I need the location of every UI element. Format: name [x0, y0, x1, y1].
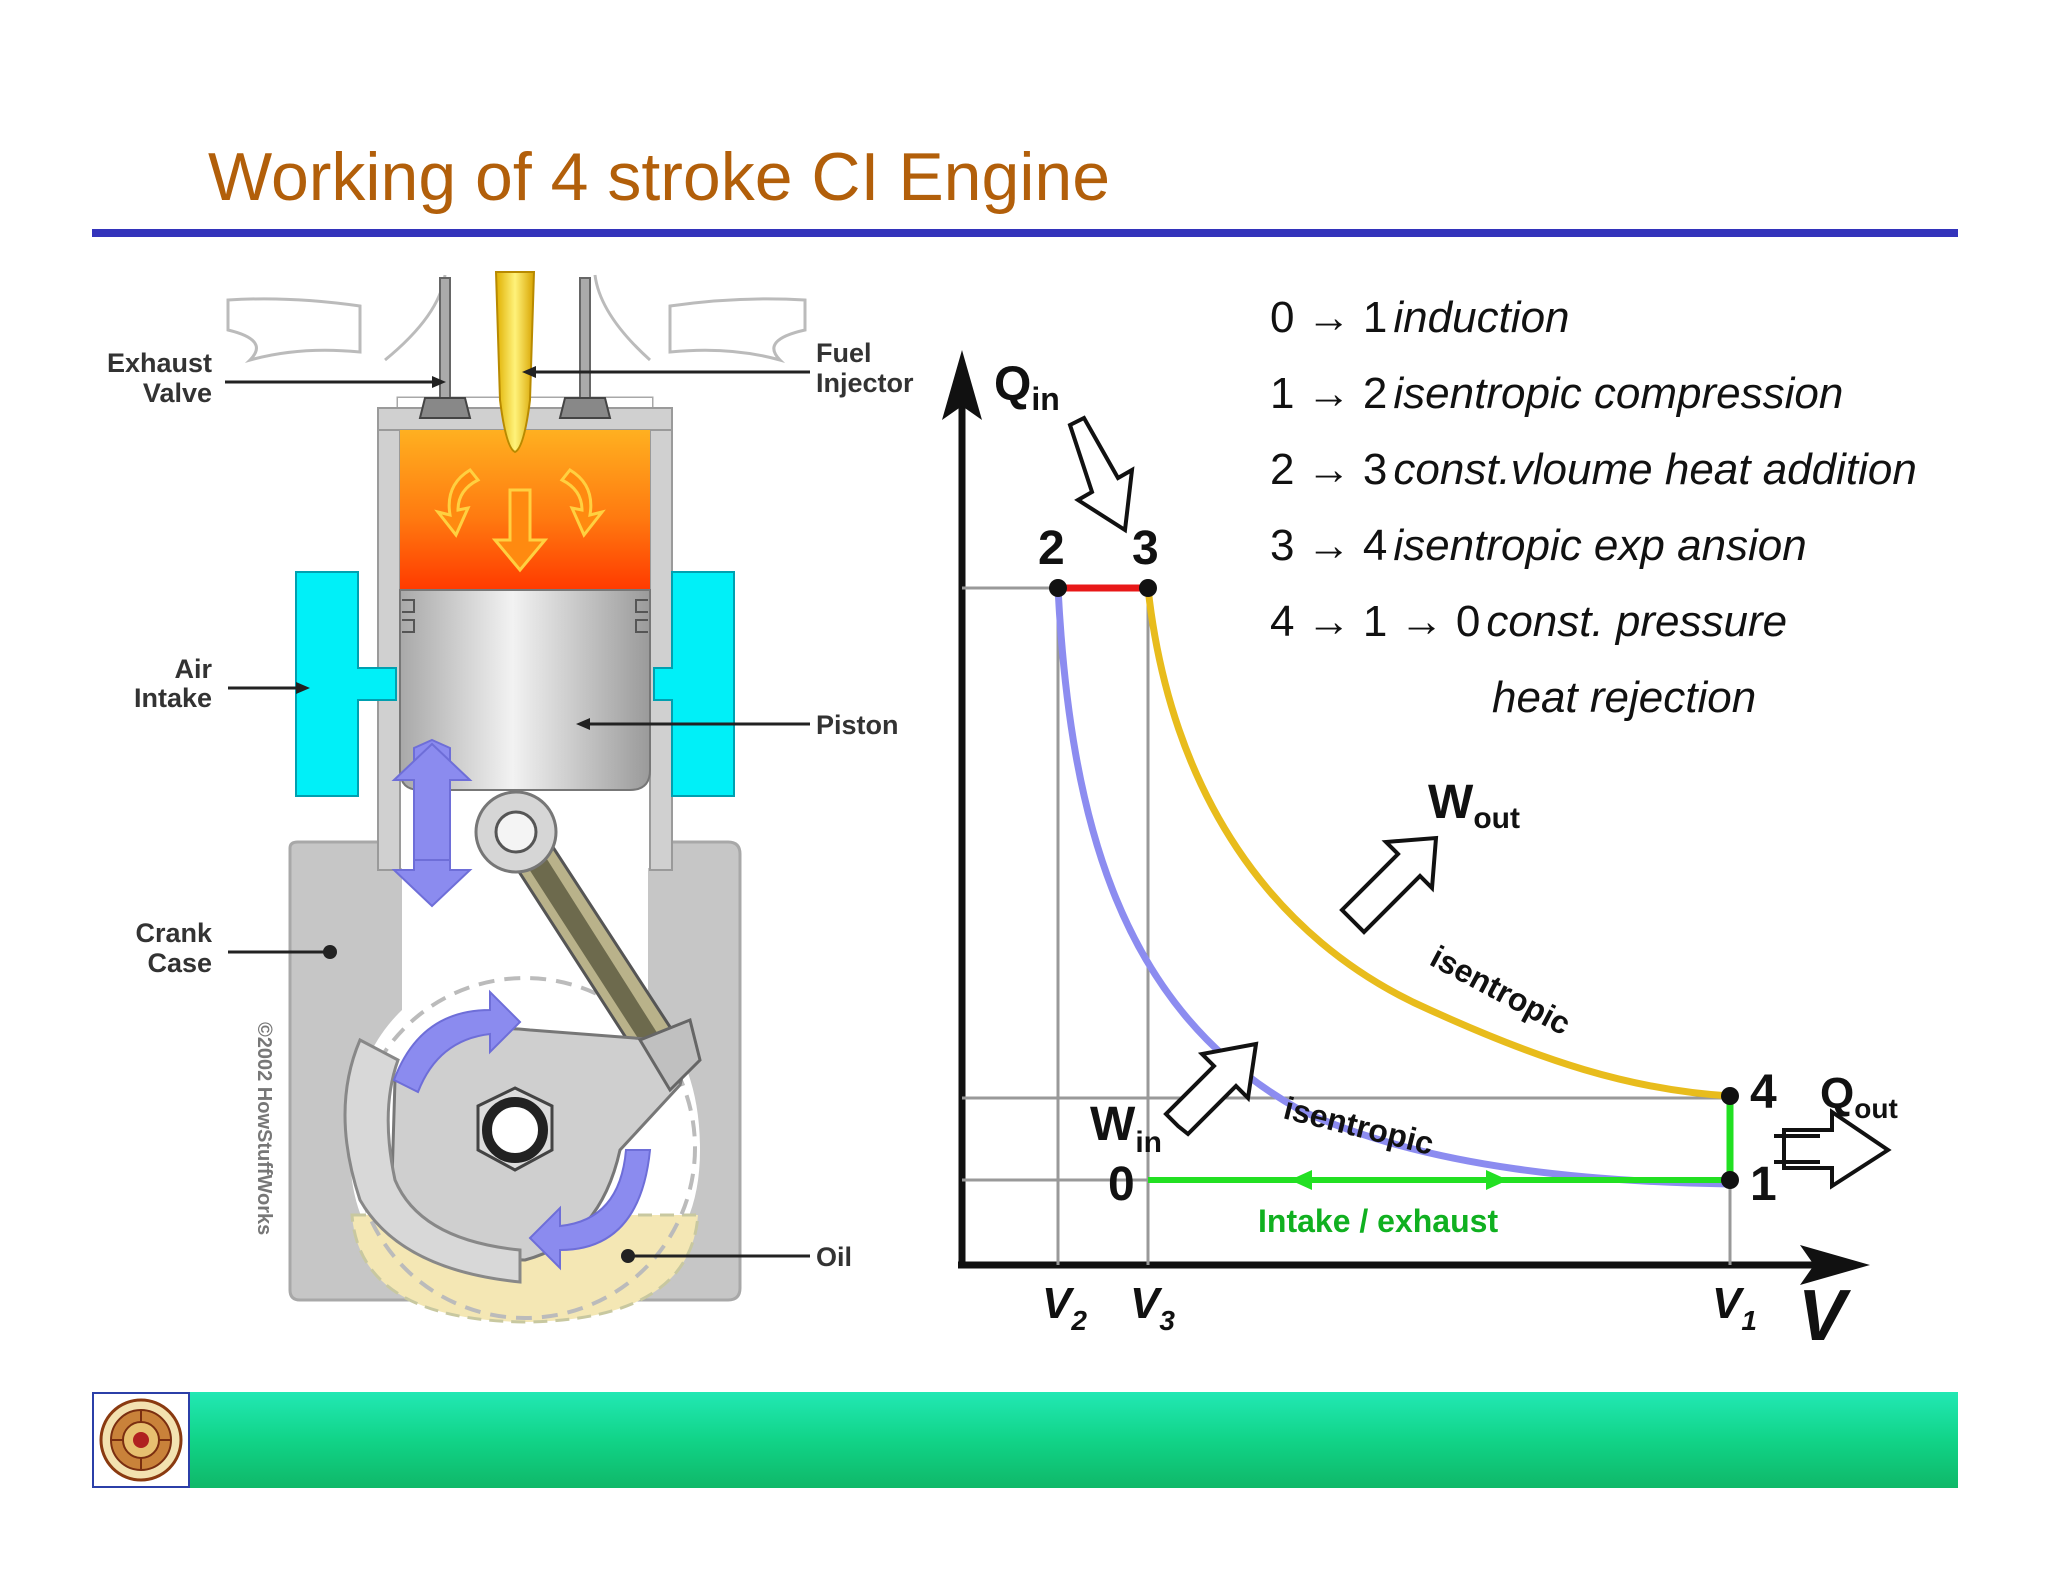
v-axis-label: V [1798, 1276, 1852, 1356]
label-intake: Intake [134, 683, 212, 713]
q-in-arrow [1067, 415, 1135, 534]
engine-diagram: Exhaust Valve Fuel Injector Air Intake P… [107, 271, 914, 1324]
curve-isentropic-compression [1054, 587, 1731, 1188]
label-case: Case [147, 948, 212, 978]
copyright-text: ©2002 HowStuffWorks [253, 1022, 275, 1235]
label-exhaust: Exhaust [107, 348, 212, 378]
v2-label: V2 [1042, 1279, 1087, 1336]
leader-lines [225, 370, 810, 1258]
label-valve: Valve [143, 378, 212, 408]
point-0-label: 0 [1108, 1158, 1135, 1211]
axes [958, 400, 1840, 1269]
q-out-arrow [1782, 1108, 1892, 1190]
label-crank: Crank [135, 918, 213, 948]
exhaust-valve [418, 277, 472, 419]
w-in-label: Win [1090, 1098, 1162, 1159]
fuel-injector [494, 271, 536, 454]
x-axis-arrow [1800, 1245, 1870, 1285]
air-intake-left [295, 571, 397, 797]
label-air: Air [174, 654, 212, 684]
legend-line-6: heat rejection [1492, 673, 1756, 722]
point-3-label: 3 [1132, 522, 1159, 575]
pv-diagram: 2 3 4 1 0 Qin Wout Win Qout isentropic i… [942, 293, 1917, 1356]
slide-title: Working of 4 stroke CI Engine [208, 139, 1111, 215]
isentropic-upper-label: isentropic [1425, 938, 1577, 1042]
flame-arrows [434, 468, 606, 573]
y-axis-arrow [942, 350, 982, 420]
title-rule [92, 229, 1958, 237]
v3-label: V3 [1130, 1279, 1175, 1336]
label-piston: Piston [816, 710, 899, 740]
air-intake-right [653, 571, 735, 797]
process-arrows [1067, 415, 1892, 1190]
intake-valve [558, 277, 612, 419]
point-2-label: 2 [1038, 522, 1065, 575]
label-injector: Injector [816, 368, 914, 398]
point-4-label: 4 [1750, 1066, 1777, 1119]
motion-arrows [391, 738, 652, 1271]
label-fuel: Fuel [816, 338, 872, 368]
point-1-label: 1 [1750, 1158, 1777, 1211]
isentropic-lower-label: isentropic [1280, 1090, 1437, 1162]
label-oil: Oil [816, 1242, 852, 1272]
w-out-arrow [1339, 835, 1439, 935]
q-in-label: Qin [994, 358, 1060, 417]
intake-exhaust-label: Intake / exhaust [1258, 1203, 1498, 1239]
intake-exhaust-ports [226, 274, 807, 363]
q-out-label: Qout [1820, 1069, 1898, 1124]
state-points [1049, 579, 1739, 1189]
w-out-label: Wout [1428, 776, 1520, 835]
w-in-arrow [1163, 1041, 1259, 1137]
v1-label: V1 [1712, 1279, 1757, 1336]
college-logo [92, 1392, 190, 1488]
curve-isentropic-expansion [1144, 587, 1731, 1100]
footer-bar [190, 1392, 1958, 1488]
